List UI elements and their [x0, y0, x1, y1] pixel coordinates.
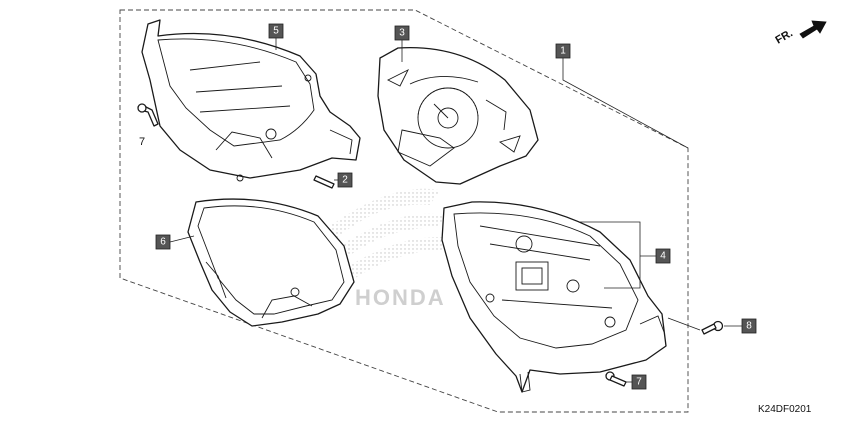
screw-7-upper	[137, 103, 159, 127]
callout-6: 6	[155, 234, 171, 250]
part-5-upper-cover	[141, 19, 361, 182]
watermark-text: HONDA	[355, 285, 446, 310]
callout-7-lower-label: 7	[636, 377, 642, 388]
callout-6-label: 6	[160, 237, 166, 248]
callout-4: 4	[655, 248, 671, 264]
screw-8	[701, 320, 724, 335]
callout-2-label: 2	[342, 175, 348, 186]
part-4-lower-case	[441, 201, 667, 393]
screw-7-lower	[605, 371, 627, 387]
assembly-boundary	[119, 9, 689, 413]
front-arrow-icon	[799, 20, 827, 39]
leader-line-4	[580, 221, 656, 289]
leader-line-1	[562, 58, 689, 149]
callout-2: 2	[337, 172, 353, 188]
callout-3: 3	[394, 25, 410, 41]
screw-2	[313, 175, 335, 189]
callout-5: 5	[268, 23, 284, 39]
front-direction-indicator: FR.	[774, 20, 827, 47]
callout-7-lower: 7	[631, 374, 647, 390]
callout-4-label: 4	[660, 251, 666, 262]
callout-3-label: 3	[399, 28, 405, 39]
callout-5-label: 5	[273, 26, 279, 37]
callout-1-label: 1	[560, 46, 566, 57]
drawing-code: K24DF0201	[758, 404, 812, 415]
callout-1: 1	[555, 43, 571, 59]
callout-8-label: 8	[746, 321, 752, 332]
callout-7-upper-label: 7	[139, 136, 145, 148]
leader-line-8	[667, 317, 742, 331]
part-3-meter-panel	[377, 46, 539, 185]
part-6-frame	[187, 198, 355, 327]
direction-label: FR.	[774, 27, 795, 46]
callout-8: 8	[741, 318, 757, 334]
leader-line-6	[169, 235, 195, 243]
